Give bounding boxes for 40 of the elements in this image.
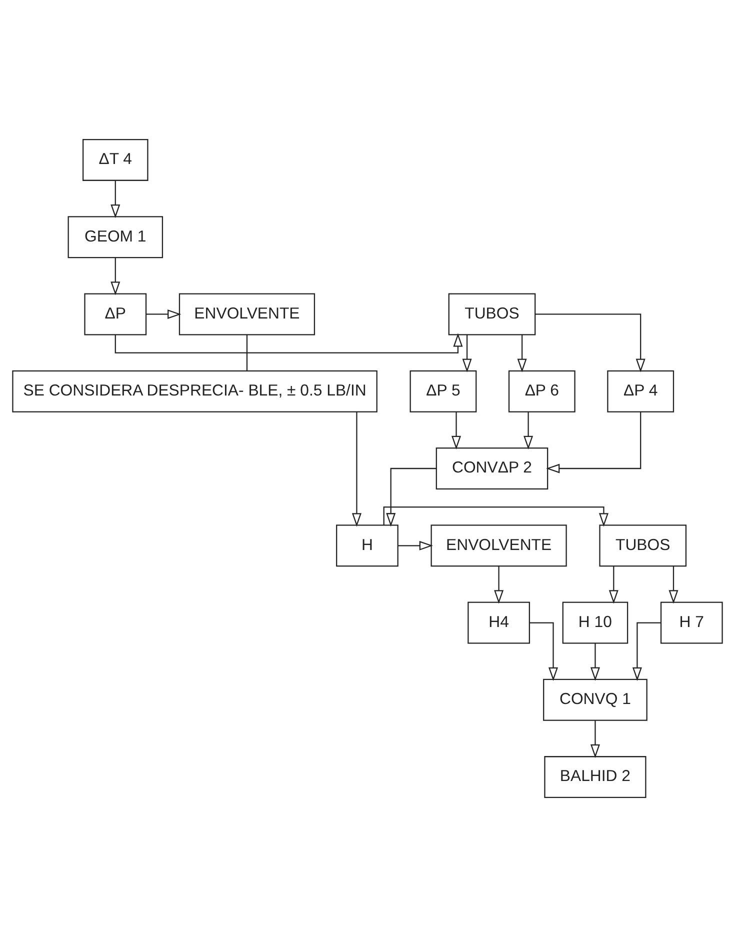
node-box: H 7 <box>660 602 723 644</box>
arrow <box>452 412 462 450</box>
node-box: ΔP 6 <box>508 370 576 412</box>
node-box: ΔP 4 <box>607 370 674 412</box>
arrow <box>524 412 534 450</box>
arrow <box>383 506 608 527</box>
arrow <box>668 566 678 604</box>
node-box: TUBOS <box>599 524 687 567</box>
arrow <box>110 258 120 296</box>
node-box: CONVΔP 2 <box>436 448 548 490</box>
arrow <box>632 622 661 681</box>
arrow <box>590 720 600 758</box>
arrow <box>398 540 433 550</box>
node-box: H4 <box>468 602 530 644</box>
arrow <box>494 566 504 604</box>
node-box: GEOM 1 <box>68 216 164 258</box>
arrow <box>386 468 436 527</box>
node-box: H <box>336 524 398 567</box>
arrow <box>146 309 182 319</box>
node-box: ΔP <box>84 293 147 336</box>
arrow <box>530 622 558 681</box>
arrow <box>114 333 463 354</box>
node-box: BALHID 2 <box>544 756 646 798</box>
arrow <box>352 412 362 527</box>
arrow <box>590 643 600 681</box>
connector <box>246 334 248 371</box>
node-box: CONVQ 1 <box>543 678 648 721</box>
node-box: TUBOS <box>448 293 536 336</box>
arrow <box>110 180 120 218</box>
arrow <box>517 334 527 372</box>
node-box: ΔT 4 <box>82 138 148 181</box>
arrow <box>608 566 618 604</box>
node-box: ΔP 5 <box>410 370 477 412</box>
node-box: H 10 <box>562 602 628 644</box>
arrow <box>546 412 642 474</box>
arrow <box>535 314 646 372</box>
node-box: SE CONSIDERA DESPRECIA- BLE, ± 0.5 LB/IN <box>12 370 378 412</box>
node-box: ENVOLVENTE <box>430 524 567 567</box>
arrow <box>462 334 472 372</box>
node-box: ENVOLVENTE <box>178 293 316 336</box>
